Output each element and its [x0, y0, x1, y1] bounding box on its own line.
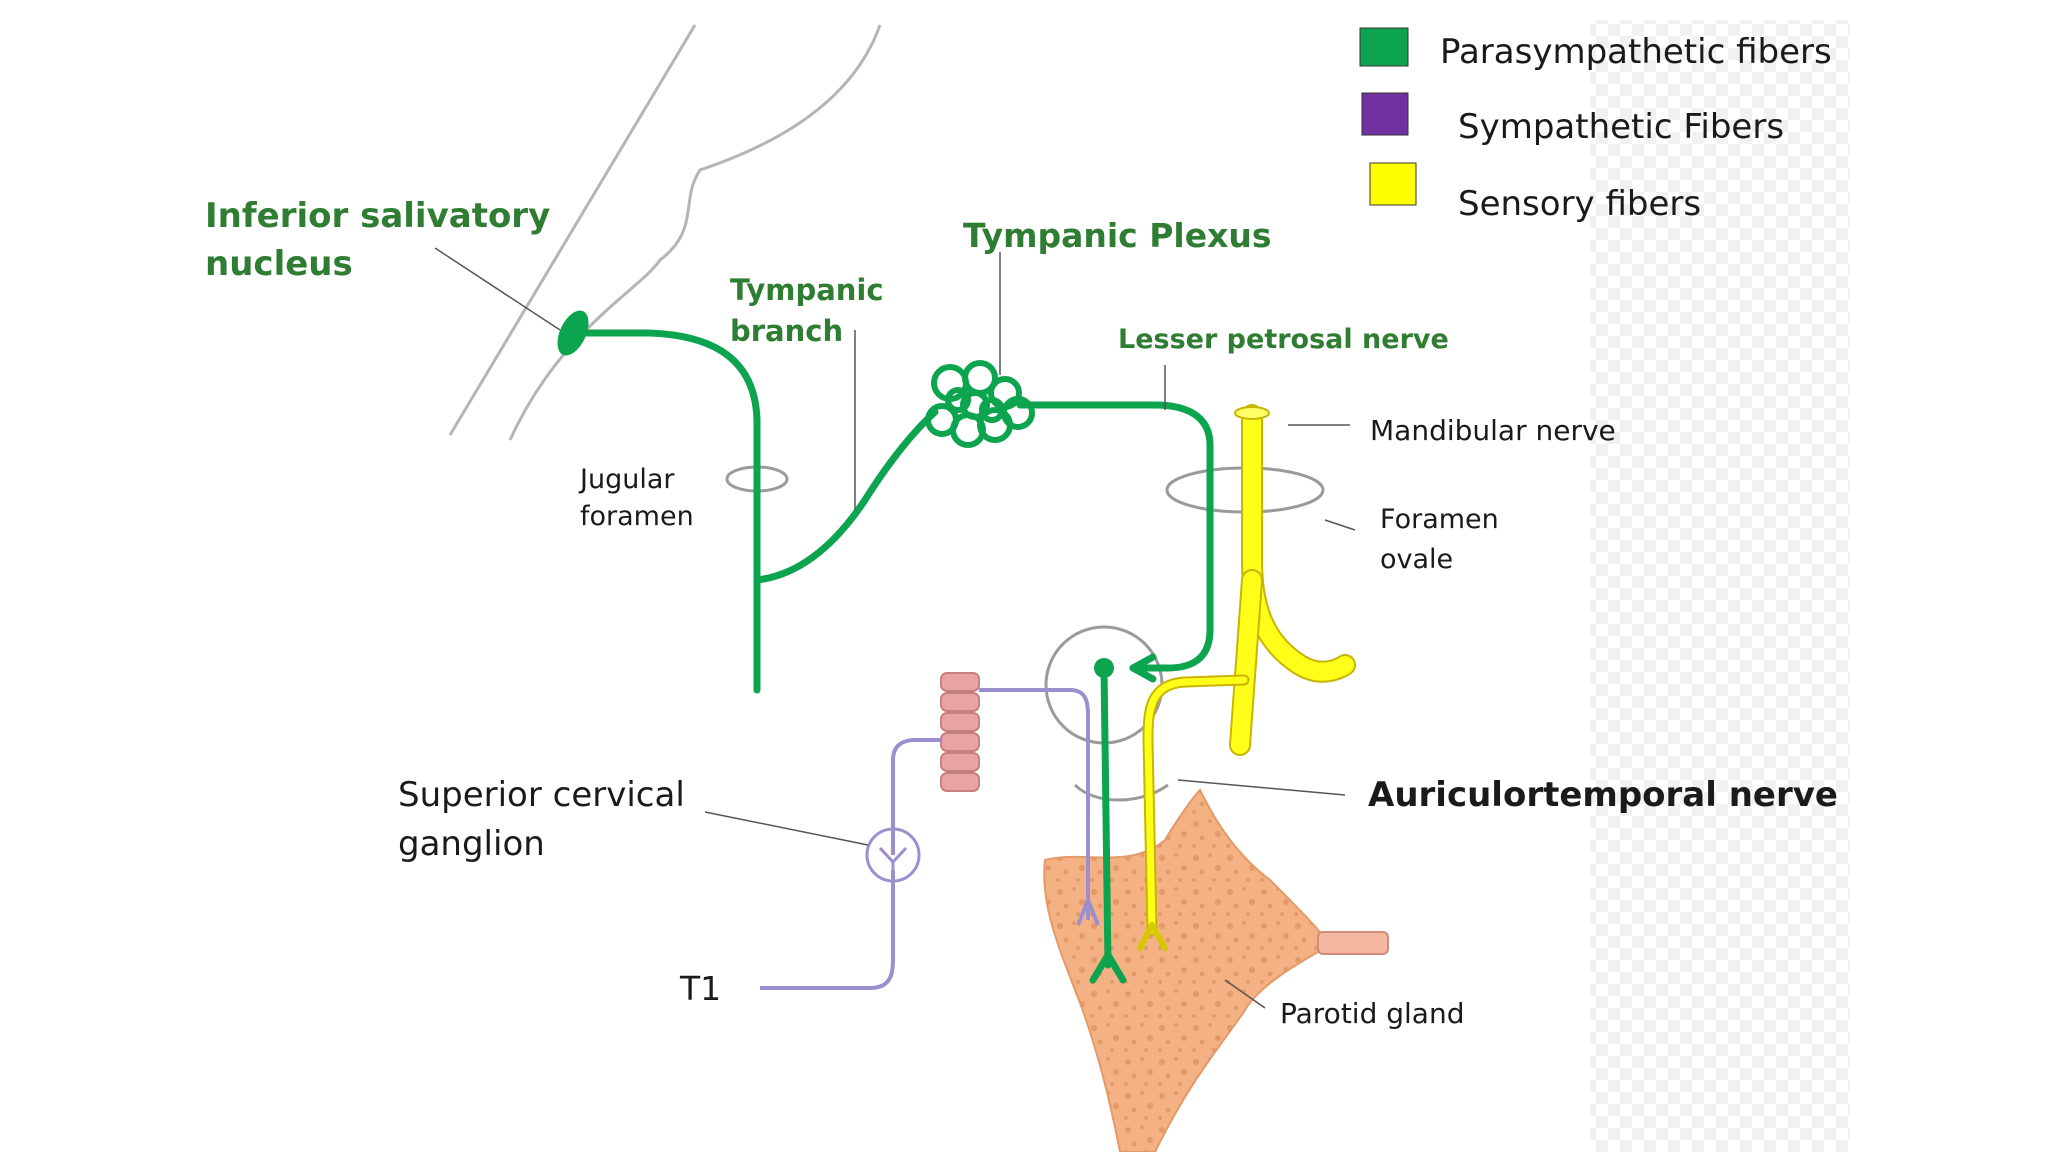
label-tympanic-branch-line2: branch: [730, 314, 843, 348]
parasympathetic-fibers: [572, 329, 1214, 984]
label-tympanic-branch-line1: Tympanic: [730, 273, 884, 307]
legend-swatch-sensory: [1369, 162, 1417, 206]
legend: Parasympathetic fibers Sympathetic Fiber…: [1359, 27, 1832, 224]
parotid-gland: [1043, 788, 1332, 1153]
sensory-fibers: [1137, 404, 1356, 951]
scg-synapse-mark: [878, 846, 908, 872]
label-parotid: Parotid gland: [1280, 997, 1464, 1030]
legend-swatch-parasympathetic: [1359, 27, 1409, 67]
label-foramen-ovale-line1: Foramen: [1380, 504, 1499, 535]
label-t1: T1: [679, 969, 721, 1008]
vertebra-stack: [940, 672, 980, 792]
label-inferior-salivatory-line1: Inferior salivatory: [205, 196, 550, 236]
superior-cervical-ganglion: [865, 827, 921, 883]
leader-lines: [434, 247, 1356, 1009]
legend-label-sensory: Sensory fibers: [1458, 184, 1701, 224]
background-checker: [1590, 20, 1850, 1152]
sympathetic-fibers: [760, 688, 1100, 990]
inferior-salivatory-nucleus-cell: [557, 310, 589, 356]
parotid-duct: [1317, 931, 1389, 955]
label-auriculotemporal: Auriculortemporal nerve: [1368, 775, 1838, 815]
otic-ganglion-cell: [1094, 658, 1114, 678]
auriculotemporal-ring-arc: [1073, 783, 1169, 802]
legend-label-parasympathetic: Parasympathetic fibers: [1440, 32, 1832, 72]
label-jugular-line1: Jugular: [578, 464, 675, 495]
brainstem-outline: [448, 24, 882, 441]
label-inferior-salivatory-line2: nucleus: [205, 244, 353, 284]
label-superior-cervical-line2: ganglion: [398, 824, 545, 864]
legend-label-sympathetic: Sympathetic Fibers: [1458, 107, 1784, 147]
label-tympanic-plexus: Tympanic Plexus: [963, 216, 1272, 255]
label-superior-cervical-line1: Superior cervical: [398, 775, 685, 815]
tympanic-plexus: [925, 360, 1035, 448]
label-lesser-petrosal: Lesser petrosal nerve: [1118, 324, 1449, 355]
label-jugular-line2: foramen: [580, 501, 694, 532]
label-foramen-ovale-line2: ovale: [1380, 544, 1453, 575]
label-mandibular: Mandibular nerve: [1370, 414, 1616, 447]
legend-swatch-sympathetic: [1361, 92, 1409, 136]
